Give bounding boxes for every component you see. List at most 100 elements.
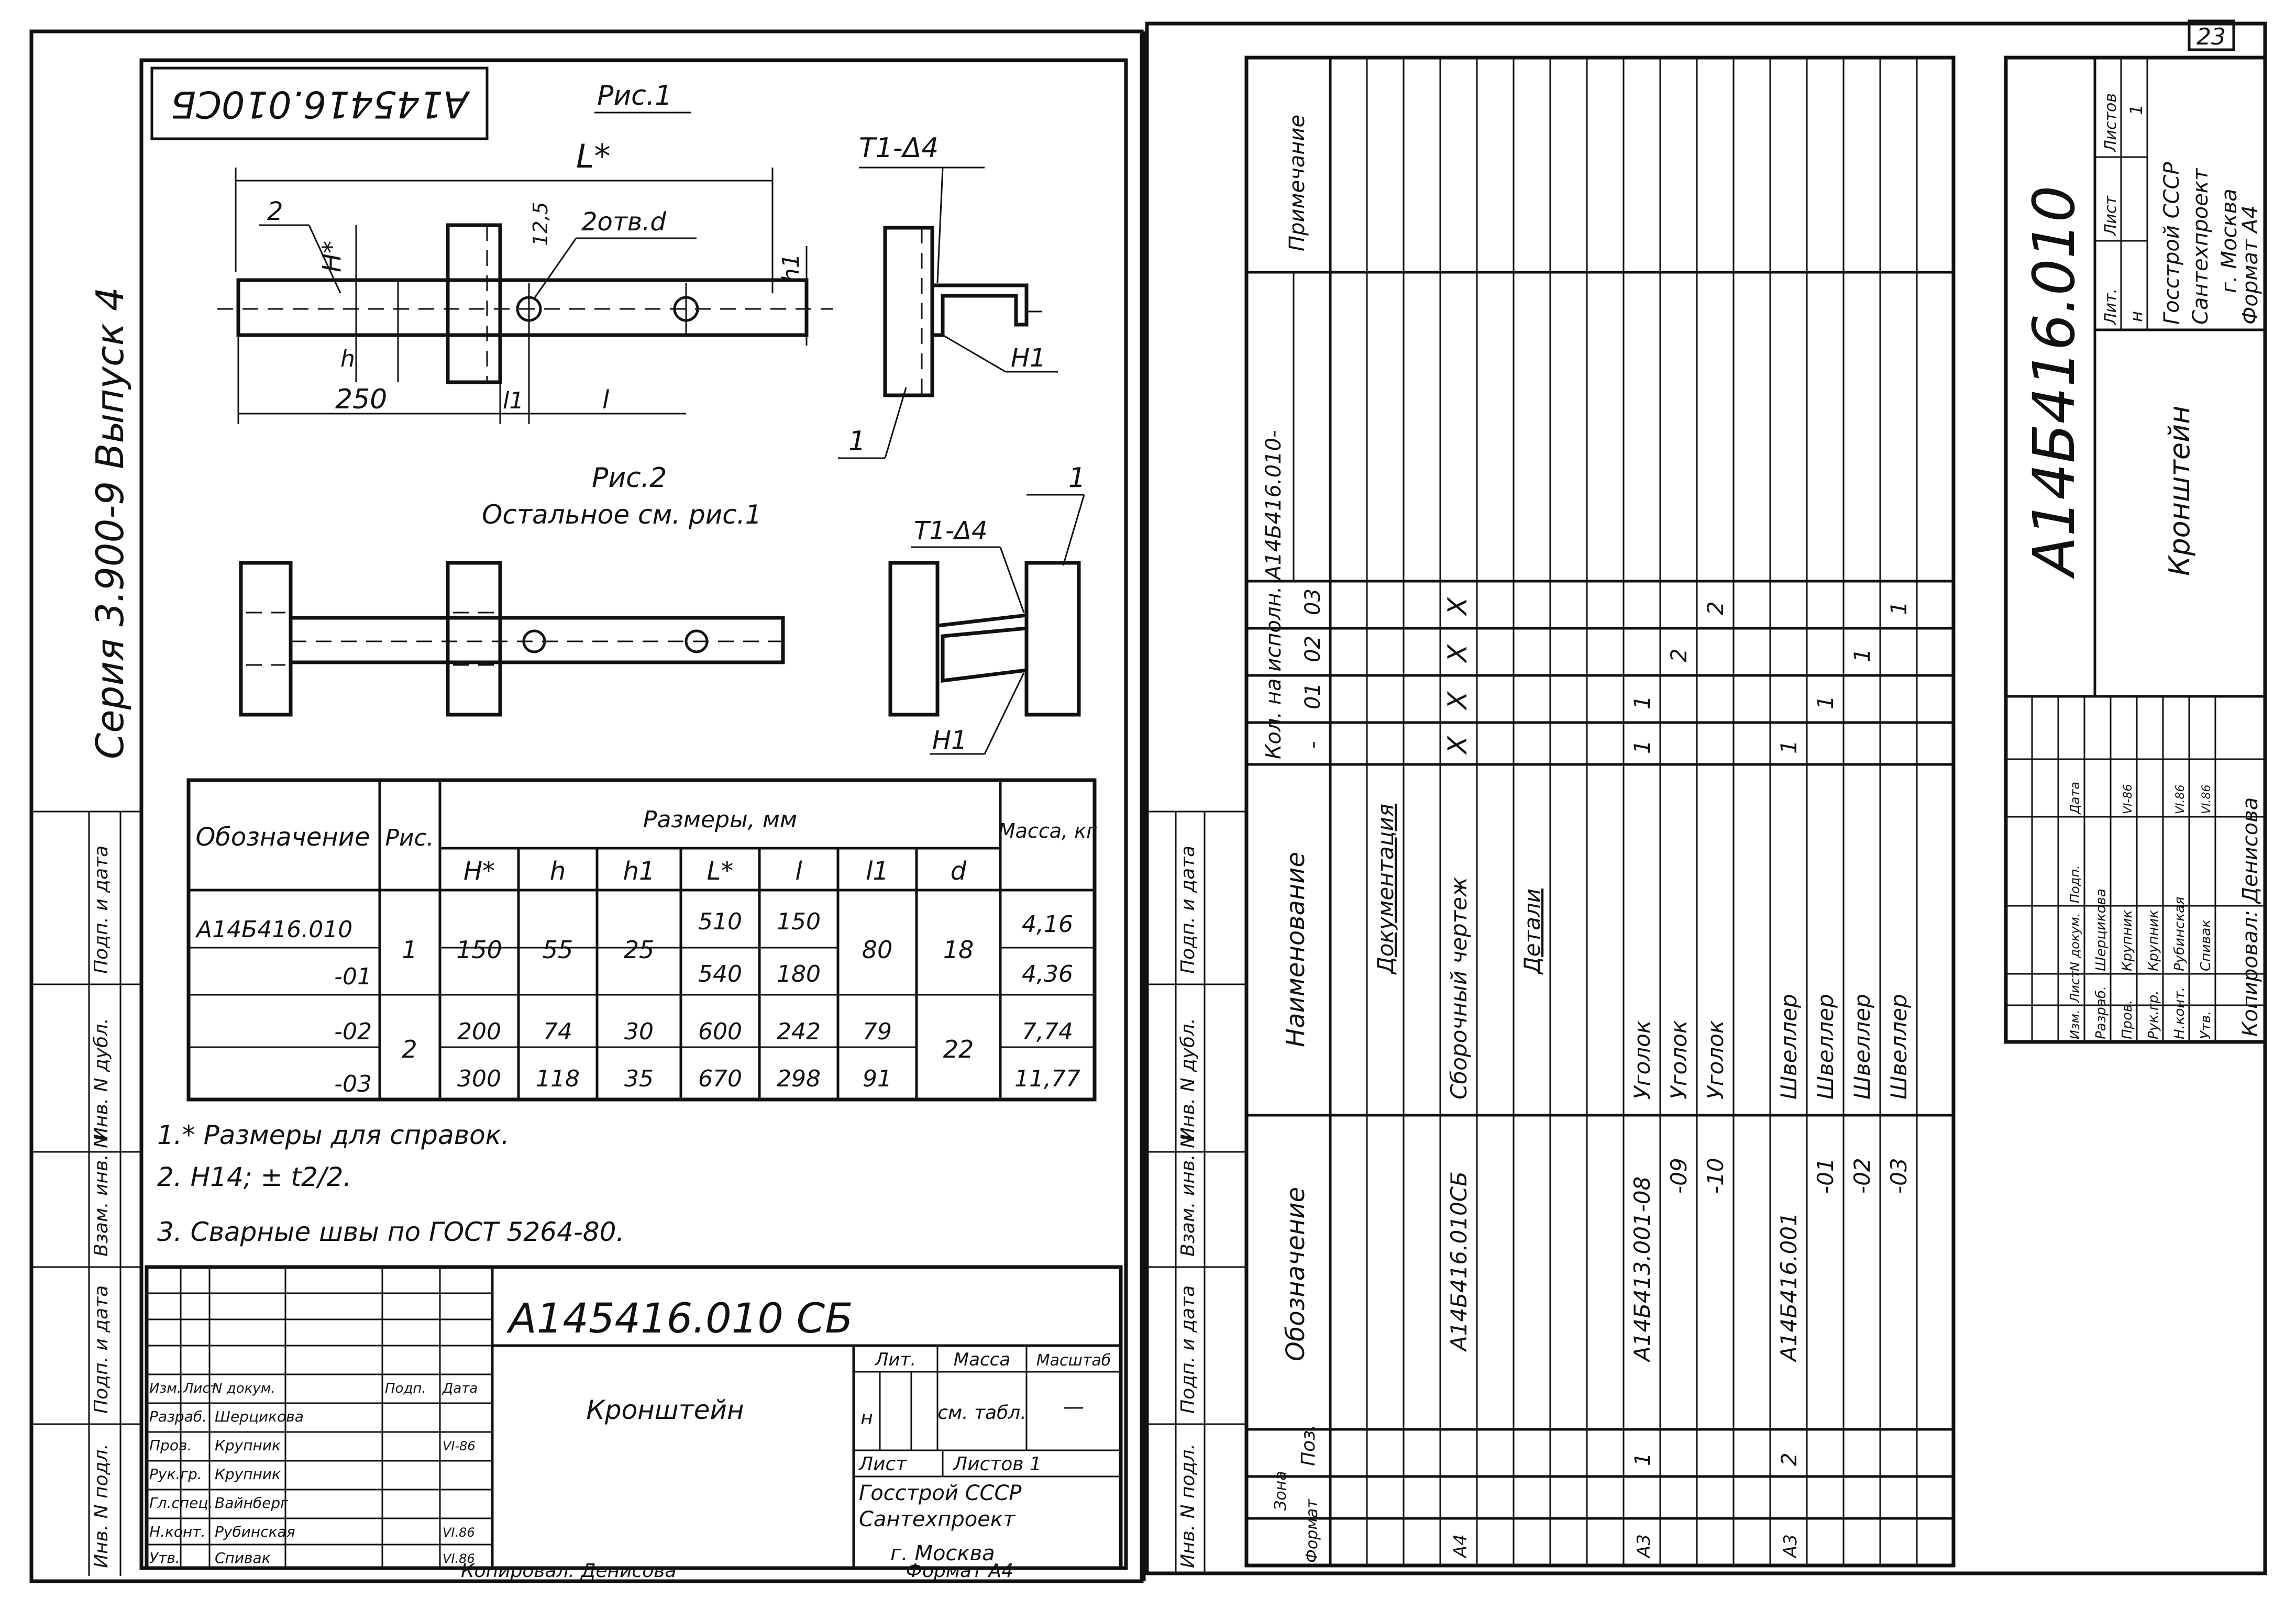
spec-h-zone: Зона (1272, 1471, 1290, 1511)
left-copied: Копировал: Денисова (461, 1560, 677, 1582)
tbl-r3-L: 670 (698, 1065, 742, 1092)
tbl-r3-h: 118 (536, 1065, 580, 1092)
weld-H1-fig2: H1 (932, 726, 967, 755)
tbl-col-H: H* (463, 857, 495, 886)
tbl-col-d: d (951, 857, 967, 886)
spec-h-note: Примечание (1285, 115, 1309, 251)
tbl-r2-l: 242 (777, 1018, 821, 1045)
tbl-h-fig: Рис. (385, 825, 434, 851)
side-plate-1 (883, 226, 934, 397)
spec-r1-format: А4 (1450, 1534, 1471, 1559)
right-sig-1-name: Шерцикова (2093, 889, 2109, 971)
tbl-col-L: L* (707, 857, 734, 886)
spec-r1-q2: X (1442, 643, 1473, 664)
left-stamp-4: Инв. N дубл. (91, 1018, 112, 1141)
right-stamp-2: Подп. и дата (1177, 1285, 1199, 1414)
tbl-r2-d: 22 (943, 1035, 974, 1063)
right-sig-3-role: Рук.гр. (2146, 991, 2161, 1039)
right-tb-name: Кронштейн (2163, 406, 2196, 576)
tbl-r2-H: 200 (457, 1018, 501, 1045)
fig2-channel (289, 616, 785, 664)
right-tb-org-1: Сантехпроект (2189, 168, 2213, 325)
tbl-col-h: h (550, 857, 566, 886)
dim-h: h (340, 346, 355, 372)
spec-r6-q0: 1 (1776, 740, 1802, 754)
note-1: 1.* Размеры для справок. (157, 1120, 510, 1150)
tbl-r1-l: 180 (777, 961, 821, 987)
left-tb-lit-value: н (860, 1407, 873, 1429)
tbl-col-l: l (795, 857, 802, 886)
right-sig-0-date: Дата (2068, 782, 2082, 815)
right-tb-sheets-value: 1 (2126, 105, 2146, 115)
spec-r1-q3: X (1442, 596, 1473, 617)
spec-r3-name: Уголок (1629, 1020, 1655, 1100)
left-tb-scale-label: Масштаб (1036, 1351, 1111, 1370)
spec-r4-designation: -09 (1666, 1158, 1692, 1194)
left-tb-org-2: г. Москва (890, 1541, 995, 1565)
right-stamp-3: Взам. инв. N (1177, 1134, 1199, 1257)
tbl-r3-l1: 91 (863, 1065, 892, 1092)
top-code: А145416.010СБ (171, 83, 470, 126)
left-tb-org-0: Госстрой СССР (859, 1481, 1022, 1505)
spec-r6-designation: А14Б416.001 (1776, 1212, 1802, 1363)
spec-h-designation: Обозначение (1281, 1187, 1310, 1361)
dim-12-5: 12,5 (529, 202, 552, 246)
spec-h-qty-3: 03 (1301, 589, 1325, 615)
tbl-r2-h: 74 (543, 1018, 572, 1045)
tbl-r0-l1: 80 (862, 936, 893, 964)
tbl-r3-h1: 35 (624, 1065, 654, 1092)
tbl-r0-d: 18 (943, 936, 974, 964)
tbl-r0-l: 150 (777, 908, 821, 935)
right-sig-2-name: Крупник (2120, 910, 2135, 971)
right-tb-org-2: г. Москва (2217, 188, 2242, 293)
right-tb-org-0: Госстрой СССР (2160, 162, 2184, 325)
top-code-box (150, 66, 489, 140)
right-stamp-4: Инв. N дубл. (1177, 1018, 1199, 1141)
right-title-block: А14Б416.010 Кронштейн Лит. Лист Листов н… (2004, 55, 2267, 1044)
spec-r6-name: Швеллер (1776, 994, 1802, 1100)
right-stamp-1: Инв. N подл. (1177, 1444, 1199, 1568)
tbl-r2-l1: 79 (863, 1018, 892, 1045)
spec-r1-designation: А14Б416.010СБ (1446, 1171, 1472, 1352)
fig2-plate-mid (446, 561, 502, 717)
fig2-hole-2 (685, 629, 709, 653)
tbl-r0-fig: 1 (402, 936, 417, 964)
tbl-r0-L: 510 (698, 908, 742, 935)
spec-r1-q1: X (1442, 691, 1473, 711)
left-sig-0-role: Изм. (149, 1381, 181, 1396)
spec-h-pos: Поз. (1298, 1424, 1319, 1466)
left-sig-0-sign: Подп. (385, 1381, 426, 1396)
right-frame (1145, 21, 2267, 1575)
spec-r3-format: А3 (1633, 1534, 1654, 1559)
spec-r3-pos: 1 (1631, 1453, 1655, 1466)
weld-H1-fig1: H1 (1011, 343, 1046, 373)
tbl-r0-h: 55 (543, 936, 573, 964)
left-sig-2-role: Пров. (149, 1437, 192, 1454)
left-sig-0-doc: N докум. (212, 1381, 275, 1396)
spec-r9-designation: -03 (1886, 1158, 1912, 1194)
dim-l: l (602, 385, 610, 415)
spec-r0-name: Документация (1373, 804, 1398, 975)
tbl-h-dims: Размеры, мм (643, 806, 797, 833)
right-tb-lit-value: н (2126, 311, 2146, 322)
right-sig-3-name: Крупник (2146, 910, 2161, 971)
tbl-r0-mass: 4,16 (1022, 911, 1073, 938)
left-title-block: А145416.010 СБ Кронштейн Лит. Масса Масш… (145, 1265, 1123, 1570)
tbl-r3-mass: 11,77 (1014, 1065, 1080, 1092)
tbl-r0-H: 150 (456, 936, 502, 964)
fig2-plate-left (239, 561, 293, 717)
tbl-h-designation: Обозначение (195, 823, 370, 852)
tbl-r1-mass: 4,36 (1022, 961, 1073, 987)
tbl-r1-designation: -01 (334, 963, 372, 990)
spec-r3-q1: 1 (1629, 695, 1655, 709)
fig1-title: Рис.1 (597, 80, 672, 112)
right-margin-stamp: Инв. N подл. Подп. и дата Взам. инв. N И… (1147, 810, 1246, 1573)
spec-h-qty: Кол. на исполн. А14Б416.010- (1262, 430, 1286, 759)
right-tb-copied: Копировал: Денисова (2238, 797, 2262, 1037)
tbl-col-h1: h1 (623, 857, 655, 886)
left-sig-0-name: Лист (183, 1381, 218, 1396)
right-sig-0-name: Лист (2068, 970, 2082, 1003)
left-tb-mass-value: см. табл. (937, 1402, 1026, 1424)
pos1-fig2: 1 (1068, 462, 1086, 494)
